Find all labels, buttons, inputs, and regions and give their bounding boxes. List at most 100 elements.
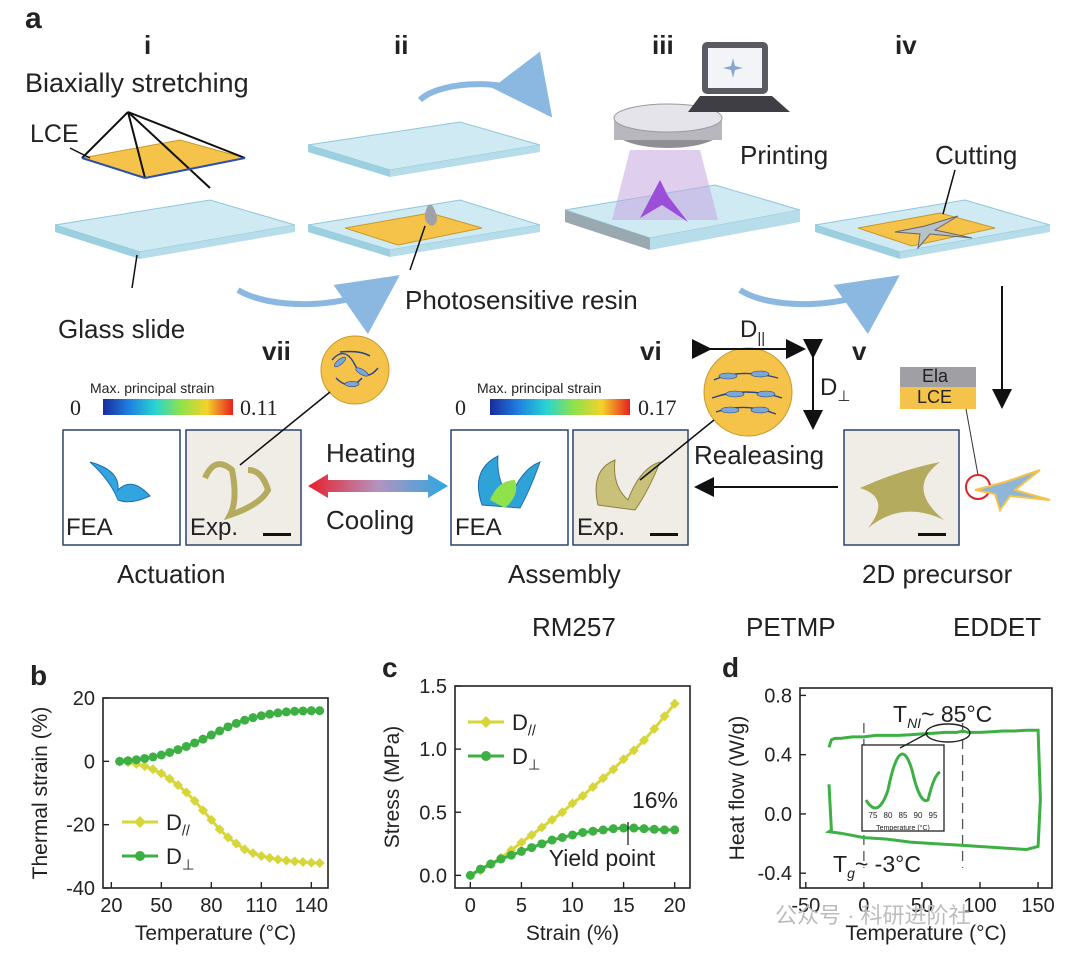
- data-point: [140, 753, 150, 763]
- x-tick-label: 20: [100, 895, 122, 917]
- label-heating: Heating: [326, 438, 416, 468]
- data-point: [206, 730, 216, 740]
- annotation-ellipse: [925, 723, 971, 743]
- data-point: [315, 706, 325, 716]
- legend-petmp: PETMP: [746, 612, 836, 642]
- data-point: [215, 726, 225, 736]
- colorbar-title-vii: Max. principal strain: [90, 380, 215, 396]
- data-point: [537, 839, 547, 849]
- label-lce: LCE: [30, 120, 79, 148]
- data-point: [115, 756, 125, 766]
- inset-curve: [864, 752, 941, 810]
- data-point: [173, 745, 183, 755]
- data-point: [506, 850, 516, 860]
- data-point: [547, 835, 557, 845]
- label-cutting: Cutting: [935, 140, 1018, 170]
- data-point: [618, 754, 629, 765]
- annotation-tg: Tg~ -3°C: [833, 851, 921, 881]
- light-beam: [612, 150, 718, 220]
- data-point: [476, 864, 486, 874]
- data-point: [114, 756, 125, 767]
- data-point: [214, 824, 225, 835]
- y-tick-label: 1.5: [419, 676, 447, 698]
- data-point: [619, 823, 629, 833]
- data-point: [557, 833, 567, 842]
- y-tick-label: 0.8: [764, 685, 792, 707]
- data-point: [495, 852, 506, 863]
- data-point: [165, 747, 175, 757]
- data-point: [649, 723, 660, 734]
- series-line: [119, 709, 320, 763]
- y-tick-label: 20: [73, 688, 95, 710]
- label-fea-vi: FEA: [455, 514, 502, 541]
- x-tick-label: 110: [245, 895, 277, 917]
- x-tick-label: 5: [516, 895, 527, 917]
- plot-frame: [799, 687, 1053, 889]
- glass-slide: [54, 199, 296, 253]
- legend-marker: [481, 751, 491, 761]
- data-point: [608, 824, 618, 834]
- panel-letter-c: c: [382, 652, 398, 683]
- step-iii: [564, 42, 801, 250]
- inset-tick-label: 85: [899, 811, 908, 820]
- y-tick-label: -40: [66, 878, 95, 900]
- label-fea-vii: FEA: [66, 514, 113, 541]
- step-label-iii: iii: [652, 30, 674, 60]
- data-point: [557, 807, 568, 818]
- x-tick-label: 0: [465, 895, 476, 917]
- network-circle-vii: [320, 335, 390, 405]
- inset-tick-label: 90: [914, 811, 923, 820]
- data-point: [587, 782, 598, 792]
- colorbar-min-vi: 0: [455, 395, 466, 420]
- data-point: [256, 851, 267, 862]
- data-point: [198, 734, 208, 744]
- data-point: [131, 755, 141, 765]
- data-point: [264, 852, 275, 863]
- data-point: [148, 752, 158, 762]
- inset-tick-label: 95: [929, 811, 938, 820]
- annotation-pct: 16%: [632, 787, 678, 813]
- legend-label: D//: [512, 710, 536, 740]
- step-label-i: i: [144, 30, 152, 60]
- inset-frame: [861, 744, 945, 832]
- annotation-line: [899, 732, 929, 749]
- panel-letter-d: d: [722, 652, 739, 683]
- data-point: [156, 750, 166, 760]
- inset-tick-label: 75: [869, 811, 878, 820]
- y-axis-label: Stress (MPa): [381, 726, 404, 849]
- legend-label: D//: [166, 810, 190, 840]
- data-point: [139, 761, 150, 772]
- data-point: [273, 854, 283, 865]
- series-line: [469, 826, 675, 877]
- step-label-ii: ii: [394, 30, 409, 60]
- data-point: [669, 698, 680, 709]
- data-point: [231, 718, 241, 728]
- data-point: [306, 857, 317, 868]
- y-tick-label: 0.0: [419, 865, 447, 887]
- x-axis-label: Strain (%): [526, 922, 619, 945]
- x-tick-label: 50: [150, 895, 172, 917]
- data-point: [486, 859, 496, 869]
- data-point: [189, 795, 200, 806]
- data-point: [659, 825, 669, 835]
- data-point: [314, 857, 325, 868]
- data-point: [639, 824, 649, 834]
- data-point: [527, 843, 537, 853]
- heating-cooling-arrow: [308, 474, 448, 498]
- colorbar-vi: [490, 399, 630, 415]
- x-tick-label: 80: [200, 895, 222, 917]
- label-glass: Glass slide: [58, 314, 186, 344]
- x-tick-label: 15: [612, 895, 634, 917]
- data-point: [223, 722, 233, 732]
- data-point: [281, 707, 291, 717]
- step-label-vi: vi: [640, 336, 662, 366]
- data-point: [547, 814, 558, 825]
- data-point: [223, 832, 233, 843]
- inset-x-label: Temperature (°C): [876, 824, 930, 832]
- y-tick-label: 0.4: [764, 745, 792, 767]
- data-point: [568, 830, 577, 840]
- data-point: [496, 854, 506, 864]
- legend-marker: [135, 851, 145, 861]
- y-tick-label: 0: [84, 751, 95, 773]
